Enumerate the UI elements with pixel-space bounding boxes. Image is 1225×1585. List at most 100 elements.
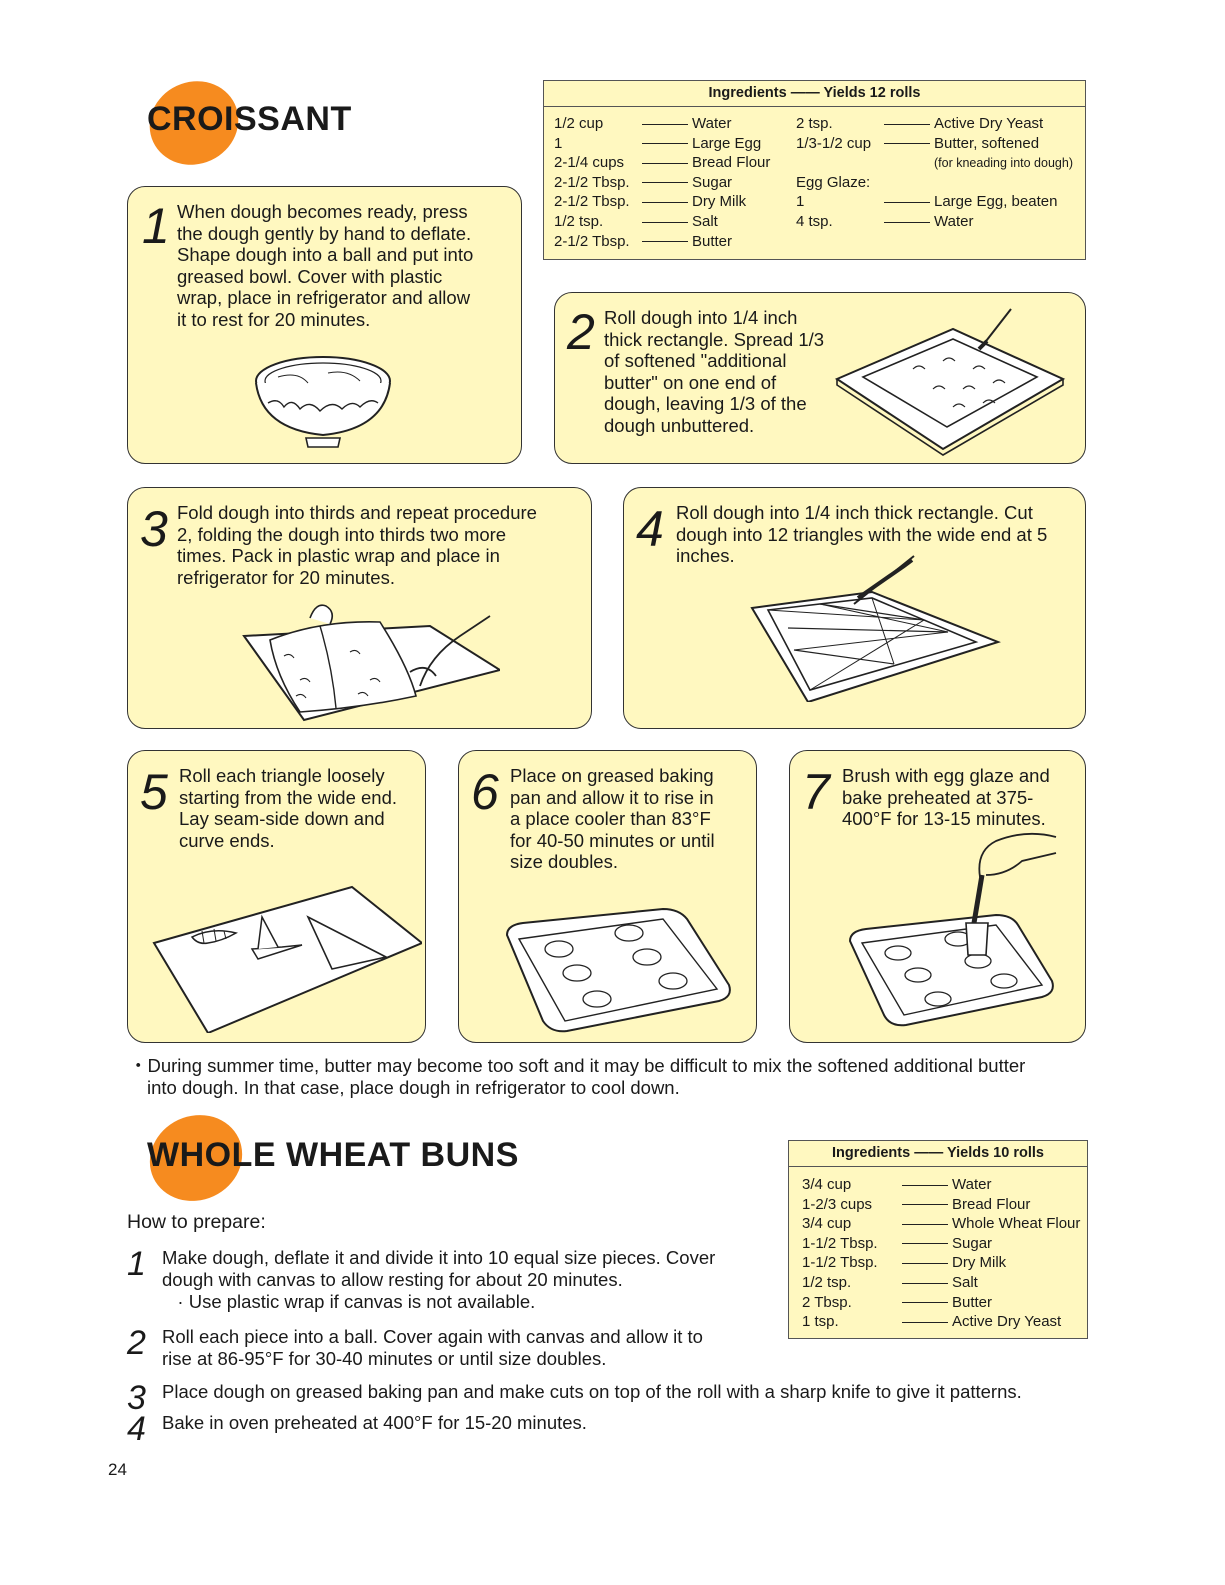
ingredient-qty: 2 tsp.	[796, 115, 833, 132]
ingredient-dash	[642, 241, 688, 243]
ingredient-row: 1-1/2 Tbsp.Sugar	[802, 1235, 992, 1252]
ingredient-qty: 1	[796, 193, 805, 211]
rolling-triangles-illustration	[152, 885, 422, 1033]
ingredient-item: (for kneading into dough)	[934, 156, 1073, 171]
step-line: pan and allow it to rise in	[510, 786, 714, 808]
ingredient-dash	[902, 1302, 948, 1304]
step-line: Fold dough into thirds and repeat proced…	[177, 502, 537, 523]
step-line: dough with canvas to allow resting for a…	[162, 1269, 623, 1290]
ingredient-row: 1/2 tsp.Salt	[802, 1274, 978, 1291]
step-line: Shape dough into a ball and put into	[177, 244, 474, 265]
ingredient-dash	[902, 1204, 948, 1206]
bowl-illustration	[255, 356, 391, 448]
step-line: thick rectangle. Spread 1/3	[604, 328, 825, 350]
step-number: 4	[127, 1410, 146, 1448]
step-line: · Use plastic wrap if canvas is not avai…	[162, 1291, 536, 1312]
step-line: bake preheated at 375-	[842, 786, 1034, 808]
step-number: 1	[127, 1245, 146, 1283]
egg-glaze-illustration	[848, 832, 1057, 1027]
ingredient-qty: 1 tsp.	[802, 1313, 839, 1331]
ingredient-row: 2 Tbsp.Butter	[802, 1294, 992, 1311]
ingredient-item: Water	[934, 213, 974, 230]
step-line: Roll each piece into a ball. Cover again…	[162, 1326, 703, 1347]
ingredient-row: 2-1/2 Tbsp. Dry Milk	[554, 193, 746, 210]
ingredient-row: 1-2/3 cups Bread Flour	[802, 1196, 1030, 1213]
baking-pan-illustration	[505, 907, 731, 1033]
ingredient-dash	[642, 143, 688, 145]
ingredient-qty: 2-1/2 Tbsp.	[554, 232, 630, 250]
ingredient-dash	[902, 1184, 948, 1186]
ingredients-header: Ingredients —— Yields 10 rolls	[789, 1141, 1087, 1167]
step-line: for 40-50 minutes or until	[510, 829, 715, 851]
ingredient-dash	[884, 123, 930, 125]
croissant-step-4: 4 Roll dough into 1/4 inch thick rectang…	[623, 487, 1086, 729]
step-number: 2	[127, 1324, 146, 1362]
ingredient-dash	[642, 221, 688, 223]
step-line: dough into 12 triangles with the wide en…	[676, 523, 1048, 545]
how-to-prepare-heading: How to prepare:	[127, 1211, 266, 1233]
ingredient-item: Active Dry Yeast	[952, 1313, 1062, 1331]
step-line: greased bowl. Cover with plastic	[177, 265, 443, 287]
ingredient-item: Dry Milk	[692, 193, 747, 211]
step-number: 2	[567, 304, 595, 360]
step-line: inches.	[676, 545, 735, 566]
ingredient-dash	[642, 201, 688, 203]
step-line: wrap, place in refrigerator and allow	[177, 287, 471, 308]
croissant-step-3: 3 Fold dough into thirds and repeat proc…	[127, 487, 592, 729]
ingredient-row: Egg Glaze:	[796, 174, 934, 191]
step-line: rise at 86-95°F for 30-40 minutes or unt…	[162, 1348, 607, 1369]
step-line: Place dough on greased baking pan and ma…	[162, 1381, 1022, 1402]
ingredient-item: Water	[952, 1176, 992, 1193]
ingredient-item: Large Egg, beaten	[934, 193, 1058, 211]
ingredient-item: Bread Flour	[952, 1195, 1031, 1213]
step-number: 5	[140, 764, 168, 820]
ingredient-dash	[902, 1262, 948, 1264]
ingredient-qty: 4 tsp.	[796, 213, 833, 230]
step-text: Fold dough into thirds and repeat proced…	[177, 502, 537, 588]
ingredient-row: 2-1/2 Tbsp.Butter	[554, 233, 732, 250]
step-line: butter" on one end of	[604, 371, 777, 393]
ingredient-item: Dry Milk	[952, 1254, 1007, 1272]
step-line: the dough gently by hand to deflate.	[177, 222, 472, 244]
ingredient-qty: 1/3-1/2 cup	[796, 134, 872, 152]
step-line: dough unbuttered.	[604, 414, 755, 436]
rolled-dough-illustration	[834, 308, 1066, 456]
ingredient-item: Large Egg	[692, 134, 762, 152]
step-line: size doubles.	[510, 851, 618, 872]
ingredient-row: 1 Large Egg, beaten	[796, 193, 1057, 210]
ingredient-item: Salt	[952, 1274, 978, 1291]
step-line: refrigerator for 20 minutes.	[177, 566, 395, 588]
ingredient-qty: 2-1/2 Tbsp.	[554, 193, 630, 211]
ingredient-dash	[902, 1243, 948, 1245]
summer-note: ・During summer time, butter may become t…	[129, 1055, 1026, 1098]
cutting-triangles-illustration	[750, 555, 1001, 702]
ingredient-row: 1-1/2 Tbsp.Dry Milk	[802, 1254, 1006, 1271]
step-line: When dough becomes ready, press	[177, 201, 468, 222]
ingredient-dash	[642, 182, 688, 184]
ingredient-dash	[884, 201, 930, 203]
ingredient-item: Whole Wheat Flour	[952, 1215, 1081, 1233]
ingredient-dash	[642, 162, 688, 164]
ingredient-qty: 3/4 cup	[802, 1176, 852, 1193]
ingredient-item: Bread Flour	[692, 154, 771, 172]
step-line: starting from the wide end.	[179, 786, 397, 808]
ingredient-qty: 1	[554, 134, 563, 152]
step-line: Roll dough into 1/4 inch	[604, 307, 798, 328]
ingredient-row: 1 tsp. Active Dry Yeast	[802, 1313, 1061, 1330]
ingredient-qty: 1-2/3 cups	[802, 1195, 873, 1213]
step-line: curve ends.	[179, 829, 275, 851]
step-line: Place on greased baking	[510, 765, 714, 786]
ingredient-item: Water	[692, 115, 732, 132]
ingredient-dash	[642, 123, 688, 125]
ingredient-qty: 2 Tbsp.	[802, 1293, 852, 1311]
